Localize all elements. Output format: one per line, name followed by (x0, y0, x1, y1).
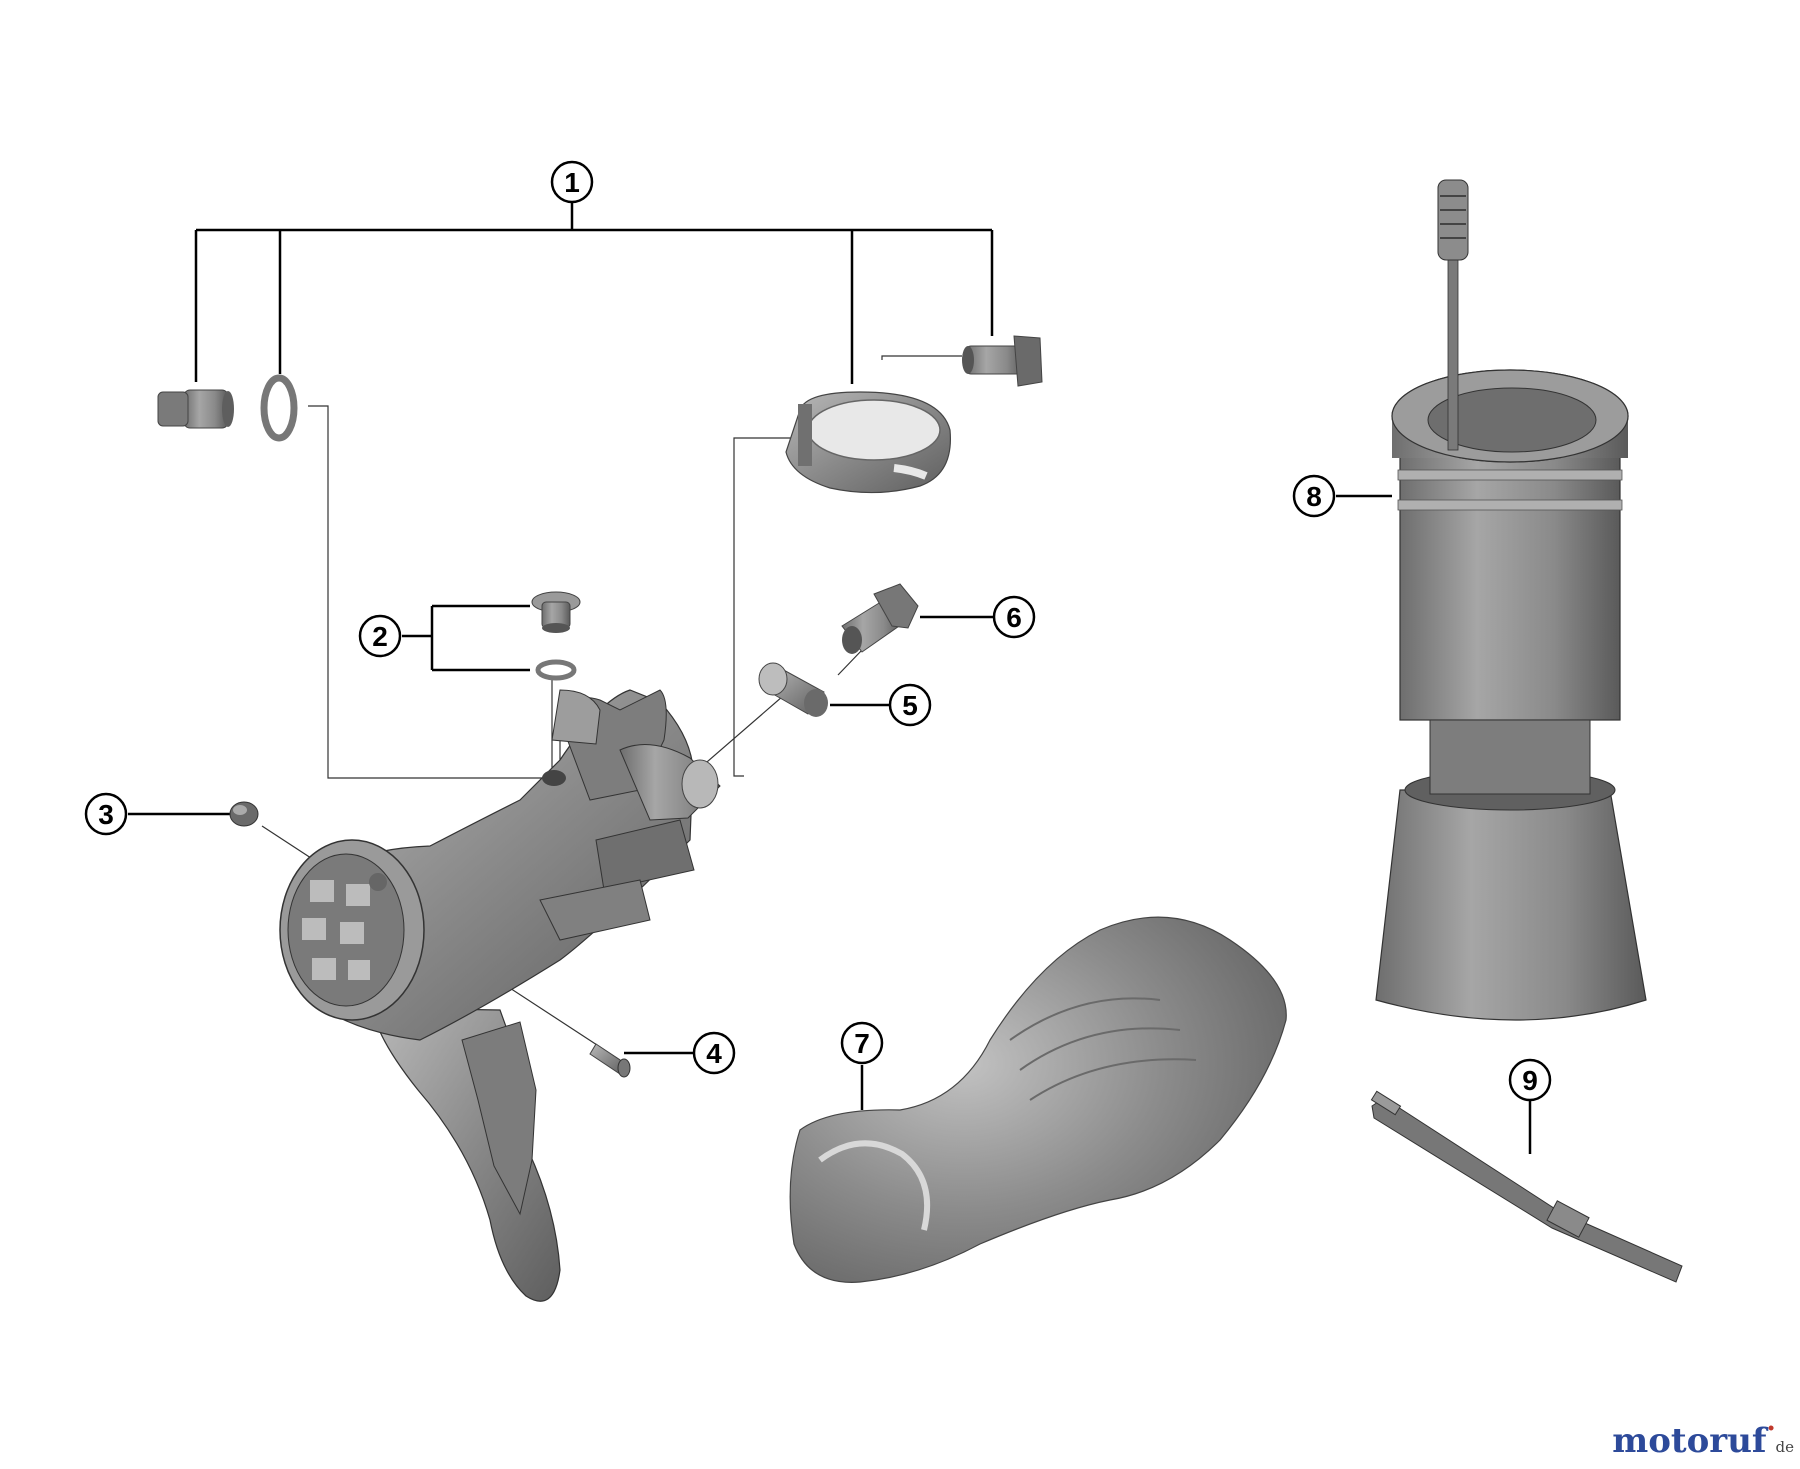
callout-7-label: 7 (854, 1028, 870, 1059)
part-bleed-funnel (1375, 179, 1647, 1021)
part-pin (589, 1043, 631, 1078)
part-bushing (758, 662, 828, 717)
part-bleed-plug (531, 591, 581, 633)
callout-4-label: 4 (706, 1038, 722, 1069)
callout-3: 3 (84, 792, 128, 836)
callout-6-label: 6 (1006, 602, 1022, 633)
callout-2-label: 2 (372, 621, 388, 652)
callout-4: 4 (692, 1031, 736, 1075)
part-lever-body (279, 689, 721, 1302)
part-tool (1370, 1090, 1683, 1283)
callout-8-label: 8 (1306, 481, 1322, 512)
callout-5: 5 (888, 683, 932, 727)
callout-5-label: 5 (902, 690, 918, 721)
part-bolt (157, 389, 234, 429)
callout-8: 8 (1292, 474, 1336, 518)
callout-6: 6 (992, 595, 1036, 639)
watermark-tld: de (1775, 1438, 1794, 1456)
callout-3-label: 3 (98, 799, 114, 830)
part-small-screw (229, 801, 259, 827)
watermark-brand: motoruf (1612, 1421, 1767, 1461)
part-plug-o-ring (535, 659, 577, 681)
watermark-dot: • (1766, 1421, 1776, 1437)
part-hood-cover (789, 916, 1287, 1283)
callout-7: 7 (840, 1021, 884, 1065)
callout-9: 9 (1508, 1058, 1552, 1102)
callout-1-label: 1 (564, 167, 580, 198)
part-washer-ring (260, 374, 298, 442)
callout-9-label: 9 (1522, 1065, 1538, 1096)
callout-2: 2 (358, 614, 402, 658)
callout-1: 1 (550, 160, 594, 204)
watermark-logo: motoruf•de (1612, 1421, 1794, 1461)
part-band-clamp (785, 391, 952, 494)
leader-lines (128, 202, 1532, 1154)
part-t-bolt (962, 335, 1043, 387)
part-bleed-screw (841, 583, 919, 654)
